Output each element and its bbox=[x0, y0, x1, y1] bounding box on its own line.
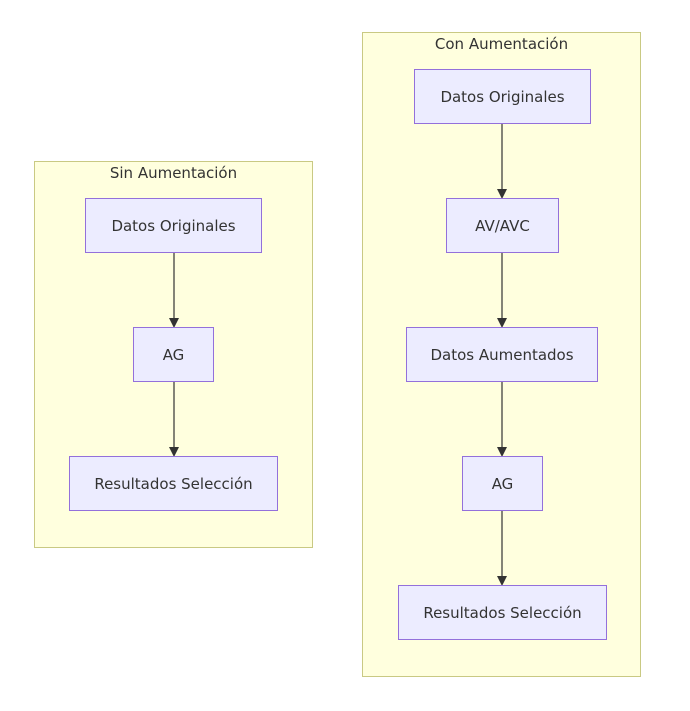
node-left-ag: AG bbox=[133, 327, 214, 382]
node-right-datos-originales: Datos Originales bbox=[414, 69, 591, 124]
cluster-title-sin-aumentacion: Sin Aumentación bbox=[109, 164, 238, 182]
node-left-datos-originales: Datos Originales bbox=[85, 198, 262, 253]
node-left-resultados-seleccion: Resultados Selección bbox=[69, 456, 278, 511]
cluster-title-con-aumentacion: Con Aumentación bbox=[434, 35, 569, 53]
node-right-ag: AG bbox=[462, 456, 543, 511]
node-right-av-avc: AV/AVC bbox=[446, 198, 559, 253]
node-right-resultados-seleccion: Resultados Selección bbox=[398, 585, 607, 640]
node-right-datos-aumentados: Datos Aumentados bbox=[406, 327, 598, 382]
